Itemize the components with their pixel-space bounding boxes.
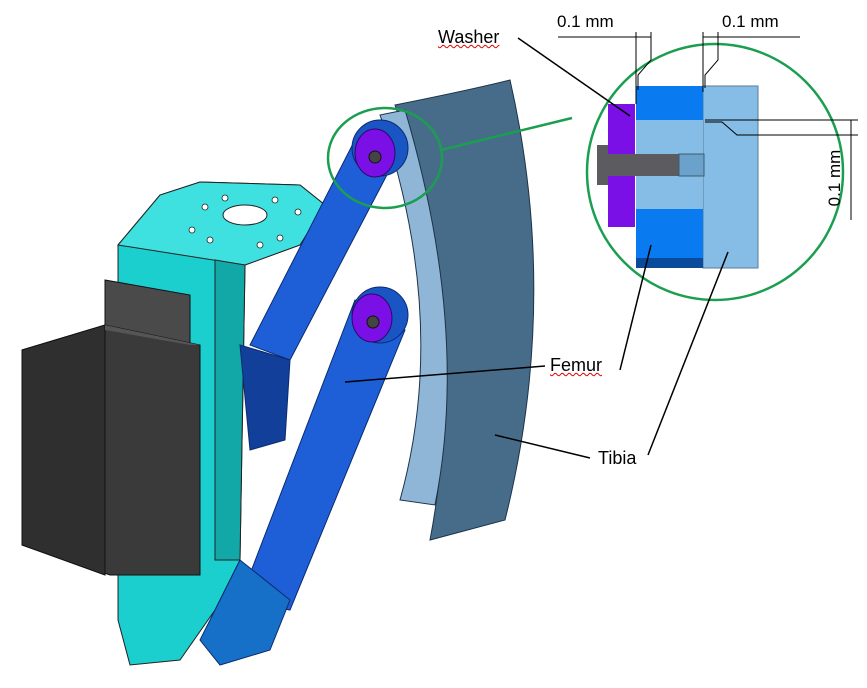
detail-section-view (597, 85, 759, 269)
tibia-label: Tibia (598, 448, 637, 468)
washer-label: Washer (438, 27, 500, 47)
washer-part (351, 128, 396, 343)
femur-part (199, 119, 409, 666)
callout-circle-large (585, 42, 845, 302)
femur-label: Femur (550, 355, 603, 375)
callout-circle-small (326, 106, 444, 210)
leader-lines (344, 37, 729, 459)
servo-motor (21, 279, 201, 576)
dimension-top-left: 0.1 mm (557, 12, 614, 31)
tibia-part (379, 79, 535, 541)
dimension-lines (558, 32, 858, 220)
dimension-vertical: 0.1 mm (825, 149, 844, 207)
dimension-top-right: 0.1 mm (722, 12, 779, 31)
